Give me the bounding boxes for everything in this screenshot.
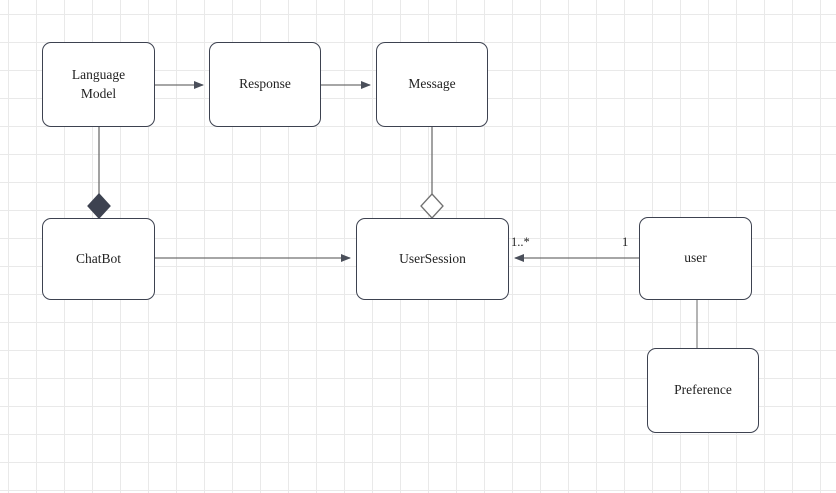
edge-message-to-usersession-aggregation <box>420 127 444 219</box>
node-language-model-label: Language Model <box>71 67 126 101</box>
node-response[interactable]: Response <box>209 42 321 127</box>
filled-diamond-icon <box>87 193 111 219</box>
node-usersession-label: UserSession <box>399 250 466 266</box>
multiplicity-user-side: 1 <box>622 235 629 249</box>
node-usersession[interactable]: UserSession <box>356 218 509 300</box>
node-user[interactable]: user <box>639 217 752 300</box>
multiplicity-usersession-side: 1..* <box>511 235 530 249</box>
node-message[interactable]: Message <box>376 42 488 127</box>
node-message-label: Message <box>408 76 456 92</box>
node-response-label: Response <box>239 76 291 92</box>
node-user-label: user <box>684 250 707 266</box>
node-preference-label: Preference <box>674 382 732 398</box>
node-chatbot[interactable]: ChatBot <box>42 218 155 300</box>
node-preference[interactable]: Preference <box>647 348 759 433</box>
edge-language-model-to-chatbot-composition <box>87 127 111 219</box>
node-chatbot-label: ChatBot <box>75 250 121 266</box>
hollow-diamond-icon <box>420 193 444 219</box>
node-language-model[interactable]: Language Model <box>42 42 155 127</box>
